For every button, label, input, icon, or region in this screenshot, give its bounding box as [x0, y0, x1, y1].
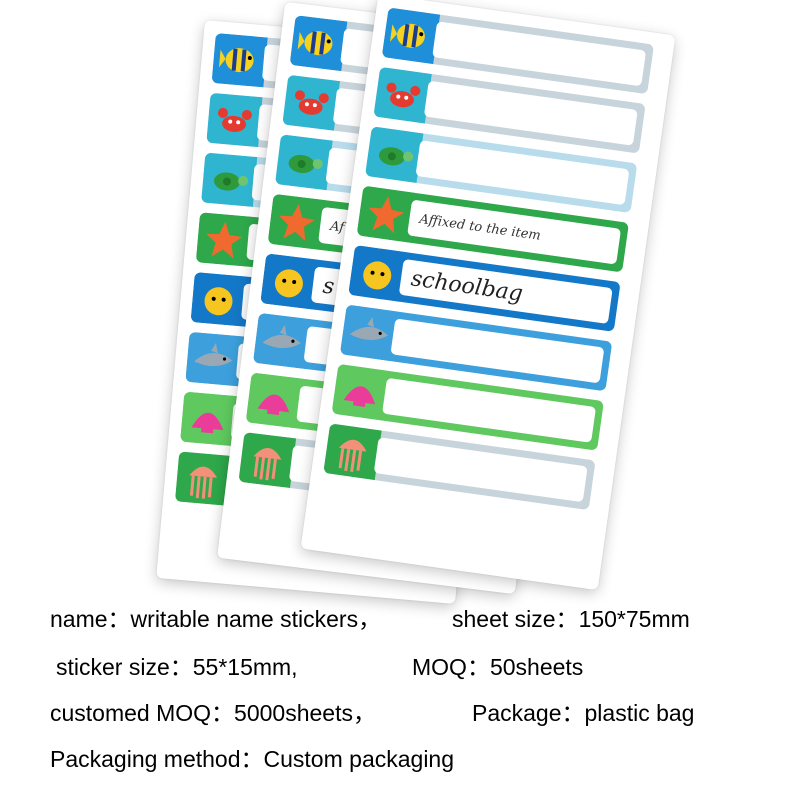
info-line-sticker-size: sticker size：55*15mm, [56, 648, 298, 682]
jellyfish-icon [174, 451, 232, 506]
sheet-size-value: 150*75mm [578, 606, 690, 632]
sticker-crab [206, 92, 478, 166]
shark-icon [185, 331, 242, 387]
sticker-fish [381, 7, 655, 95]
sticker-shell [180, 391, 452, 465]
sticker-shark [185, 331, 457, 406]
sticker-shell [331, 363, 604, 451]
sticker-turtle [201, 152, 473, 226]
sticker-starfish: Af [267, 193, 540, 277]
sticker-shell [245, 372, 518, 455]
fish-icon [289, 15, 348, 72]
turtle-icon [201, 152, 258, 207]
packaging-method-value: Custom packaging [263, 746, 455, 772]
sticker-starfish: Af [195, 212, 468, 286]
sticker-turtle [364, 126, 638, 214]
crab-icon [373, 66, 432, 124]
sticker-write-field [415, 140, 630, 206]
info-line-packaging-method: Packaging method：Custom packaging [50, 740, 454, 774]
jellyfish-icon [323, 423, 382, 481]
sticker-starfish: Affixed to the item [356, 185, 629, 273]
customed-moq-value: 5000sheets， [234, 700, 376, 726]
fish-icon [211, 32, 268, 88]
turtle-icon [274, 134, 333, 191]
sticker-text: schoolbag [409, 265, 525, 307]
product-info: name：writable name stickers， sheet size：… [0, 588, 800, 800]
package-label: Package： [472, 700, 585, 726]
sticker-jellyfish [323, 423, 596, 511]
shell-icon [331, 363, 391, 421]
sticker-sheet-middle: Af s [216, 1, 584, 595]
sticker-jellyfish [174, 451, 447, 525]
pufferfish-icon [260, 253, 319, 310]
pufferfish-icon [348, 245, 407, 302]
sticker-size-value: 55*15mm, [192, 654, 298, 680]
sticker-write-field [373, 437, 588, 503]
sticker-fish [289, 15, 562, 98]
sticker-text: s [321, 273, 336, 300]
pufferfish-icon [190, 272, 247, 327]
sticker-crab [373, 66, 646, 154]
sticker-write-field [432, 21, 647, 87]
info-line-sheet-size: sheet size：150*75mm [452, 600, 690, 634]
sticker-text-field: schoolbag [398, 258, 613, 324]
shell-icon [180, 391, 237, 446]
sticker-pufferfish: s [260, 253, 533, 336]
starfish-icon [195, 212, 252, 267]
sticker-turtle [274, 134, 548, 217]
moq-value: 50sheets [489, 654, 584, 680]
sticker-sheet-back: Af s [156, 19, 504, 605]
moq-label: MOQ： [412, 654, 490, 680]
info-line-package: Package：plastic bag [472, 694, 694, 728]
sticker-sheets-photo: Af s [174, 0, 676, 591]
info-line-customed-moq: customed MOQ：5000sheets， [50, 694, 376, 728]
name-label: name： [50, 606, 131, 632]
sticker-fish [211, 32, 483, 107]
crab-icon [206, 92, 263, 148]
sticker-size-label: sticker size： [56, 654, 193, 680]
sticker-sheet-front: Affixed to the item schoolbag [300, 0, 676, 591]
sticker-shark [339, 304, 613, 392]
sticker-text-field: Affixed to the item [407, 199, 622, 265]
crab-icon [282, 74, 340, 131]
sheet-size-label: sheet size： [452, 606, 579, 632]
sticker-text: Af [329, 218, 346, 236]
shark-icon [339, 304, 399, 362]
packaging-method-label: Packaging method： [50, 746, 264, 772]
sticker-shark [253, 312, 526, 396]
fish-icon [381, 7, 441, 65]
starfish-icon [267, 193, 326, 250]
sticker-jellyfish [238, 432, 511, 515]
customed-moq-label: customed MOQ： [50, 700, 235, 726]
sticker-text: Affixed to the item [418, 211, 542, 244]
starfish-icon [356, 185, 416, 243]
name-value: writable name stickers， [130, 606, 382, 632]
shark-icon [253, 312, 311, 369]
jellyfish-icon [238, 432, 297, 489]
sticker-pufferfish: schoolbag [348, 245, 621, 332]
package-value: plastic bag [584, 700, 695, 726]
sticker-write-field [390, 318, 605, 384]
info-line-moq: MOQ：50sheets [412, 648, 583, 682]
sticker-write-field [382, 377, 597, 443]
shell-icon [245, 372, 304, 429]
turtle-icon [364, 126, 424, 183]
sticker-crab [282, 74, 555, 158]
sticker-pufferfish: s [190, 272, 462, 346]
info-line-name: name：writable name stickers， [50, 600, 381, 634]
sticker-write-field [423, 80, 638, 146]
